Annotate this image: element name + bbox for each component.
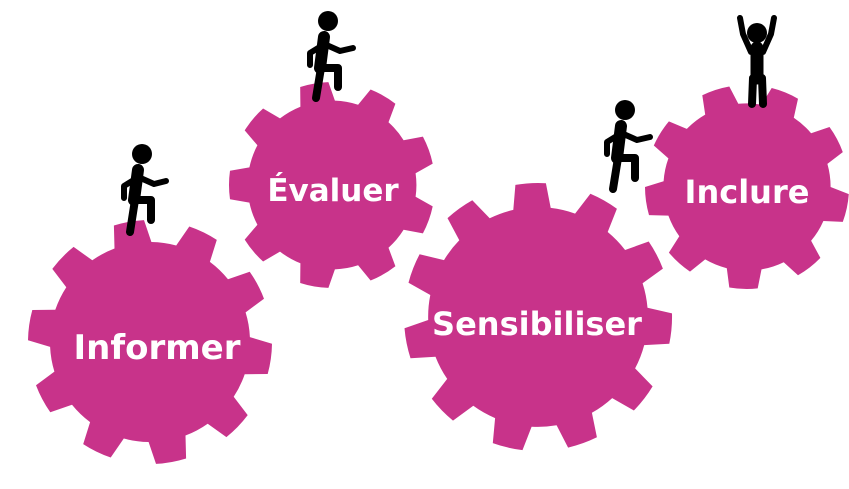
celebrating-person-icon bbox=[737, 15, 777, 108]
gear-informer: Informer bbox=[28, 220, 272, 464]
gear-inclure-shape bbox=[645, 86, 849, 289]
gear-evaluer: Évaluer bbox=[229, 82, 433, 288]
gear-sensibiliser-shape bbox=[404, 182, 673, 451]
walking-person-icon bbox=[307, 11, 356, 102]
gear-informer-shape bbox=[28, 220, 272, 464]
walking-person-icon bbox=[604, 100, 653, 193]
gear-evaluer-shape bbox=[229, 82, 433, 288]
gear-sensibiliser-label: Sensibiliser bbox=[432, 305, 642, 343]
gear-sensibiliser: Sensibiliser bbox=[404, 182, 673, 451]
gear-informer-label: Informer bbox=[73, 328, 240, 368]
gear-inclure: Inclure bbox=[645, 86, 849, 289]
gear-inclure-label: Inclure bbox=[685, 173, 810, 211]
gear-evaluer-label: Évaluer bbox=[267, 173, 399, 209]
walking-person-icon bbox=[121, 144, 169, 236]
